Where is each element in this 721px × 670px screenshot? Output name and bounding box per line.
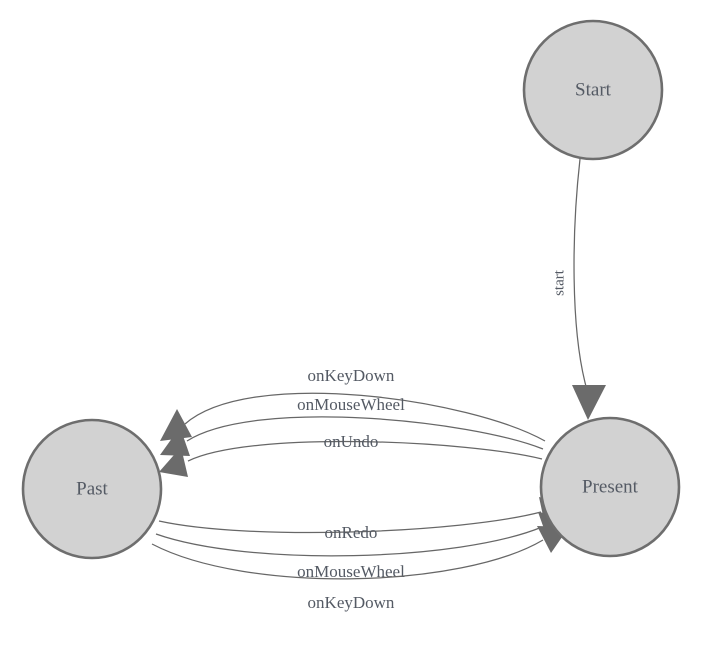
edge-onundo-path [187, 440, 543, 462]
node-past-label: Past [76, 478, 108, 499]
edge-onkeydown-upper[interactable]: onKeyDown [160, 366, 546, 442]
edge-onundo-arrowhead [159, 447, 188, 477]
edge-onundo-label: onUndo [324, 432, 379, 451]
node-present-circle [539, 416, 681, 558]
edge-start-arrowhead [572, 385, 606, 420]
edge-onkeydown-lower-label: onKeyDown [308, 593, 395, 612]
edge-onkeydown-upper-path [184, 392, 546, 442]
node-start[interactable]: Start [522, 19, 664, 161]
edge-onmousewheel-upper-path [186, 416, 544, 450]
edge-onmousewheel-upper[interactable]: onMouseWheel [160, 395, 544, 456]
edge-onkeydown-upper-label: onKeyDown [308, 366, 395, 385]
edge-start-label: start [551, 269, 567, 296]
node-start-label: Start [575, 79, 612, 100]
node-present[interactable]: Present [539, 416, 681, 558]
edge-start-path [573, 158, 588, 391]
edge-onredo[interactable]: onRedo [158, 497, 568, 542]
edge-onmousewheel-upper-label: onMouseWheel [297, 395, 405, 414]
edge-onredo-path [158, 511, 542, 534]
edge-onmousewheel-upper-arrowhead [160, 427, 190, 456]
edge-onkeydown-upper-arrowhead [160, 409, 192, 441]
edge-start[interactable]: start [551, 158, 606, 420]
node-start-circle [522, 19, 664, 161]
node-present-label: Present [582, 476, 639, 497]
node-past[interactable]: Past [21, 418, 163, 560]
edge-onundo[interactable]: onUndo [159, 432, 543, 477]
edge-onredo-label: onRedo [325, 523, 378, 542]
edge-onmousewheel-lower-label: onMouseWheel [297, 562, 405, 581]
node-past-circle [21, 418, 163, 560]
edge-onmousewheel-lower-path [155, 526, 543, 557]
edge-onkeydown-lower-path [151, 539, 544, 580]
